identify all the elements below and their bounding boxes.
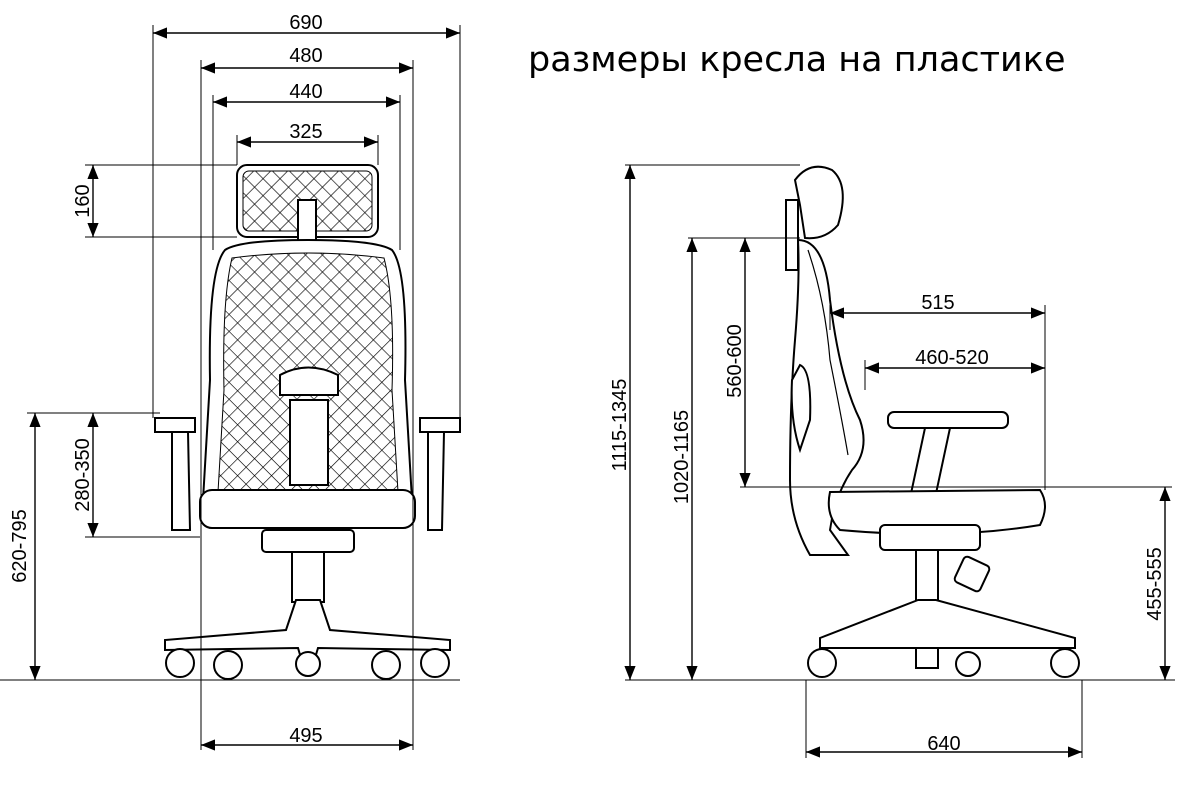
side-headrest-post [785,199,799,271]
left-armrest-pad [154,417,196,433]
right-armrest-pad [419,417,461,433]
tilt-knob [953,555,991,593]
drawing-title: размеры кресла на пластике [528,40,1066,80]
dim-armrest-above-seat: 280-350 [72,438,94,511]
seat [199,489,416,529]
left-armrest-post [171,431,192,531]
right-armrest-post [427,431,446,531]
seat-mechanism [261,529,355,553]
dim-armrest-width: 480 [289,45,322,67]
dim-base-width: 495 [289,725,322,747]
side-star-base [819,599,1076,649]
dim-seat-height: 455-555 [1144,547,1166,620]
dim-headrest-height: 160 [72,184,94,217]
side-armrest-pad [887,411,1009,429]
dim-seat-depth: 460-520 [915,347,988,369]
backrest-contour [807,249,849,456]
dim-seat-depth-overall: 515 [921,292,954,314]
side-view-chair [785,165,1080,678]
side-casters [807,648,1080,678]
side-mechanism [879,524,981,551]
dim-base-depth: 640 [927,733,960,755]
dim-backrest-height: 560-600 [724,324,746,397]
dim-back-width: 440 [289,81,322,103]
casters [165,648,450,680]
dim-back-height: 1020-1165 [671,410,693,504]
dim-overall-width: 690 [289,12,322,34]
dim-total-height: 1115-1345 [609,379,631,472]
lumbar-support [279,366,339,396]
front-view-chair [154,164,461,680]
gas-cylinder [291,551,325,603]
side-lumbar [790,363,812,454]
side-headrest [793,165,844,240]
side-dimensions: 1115-1345 1020-1165 560-600 515 460-520 … [609,164,1175,758]
dim-armrest-height: 620-795 [9,509,31,582]
dim-headrest-width: 325 [289,121,322,143]
back-spine [289,399,329,486]
front-dimensions: 690 480 440 325 160 280-350 620-795 495 [0,12,461,751]
